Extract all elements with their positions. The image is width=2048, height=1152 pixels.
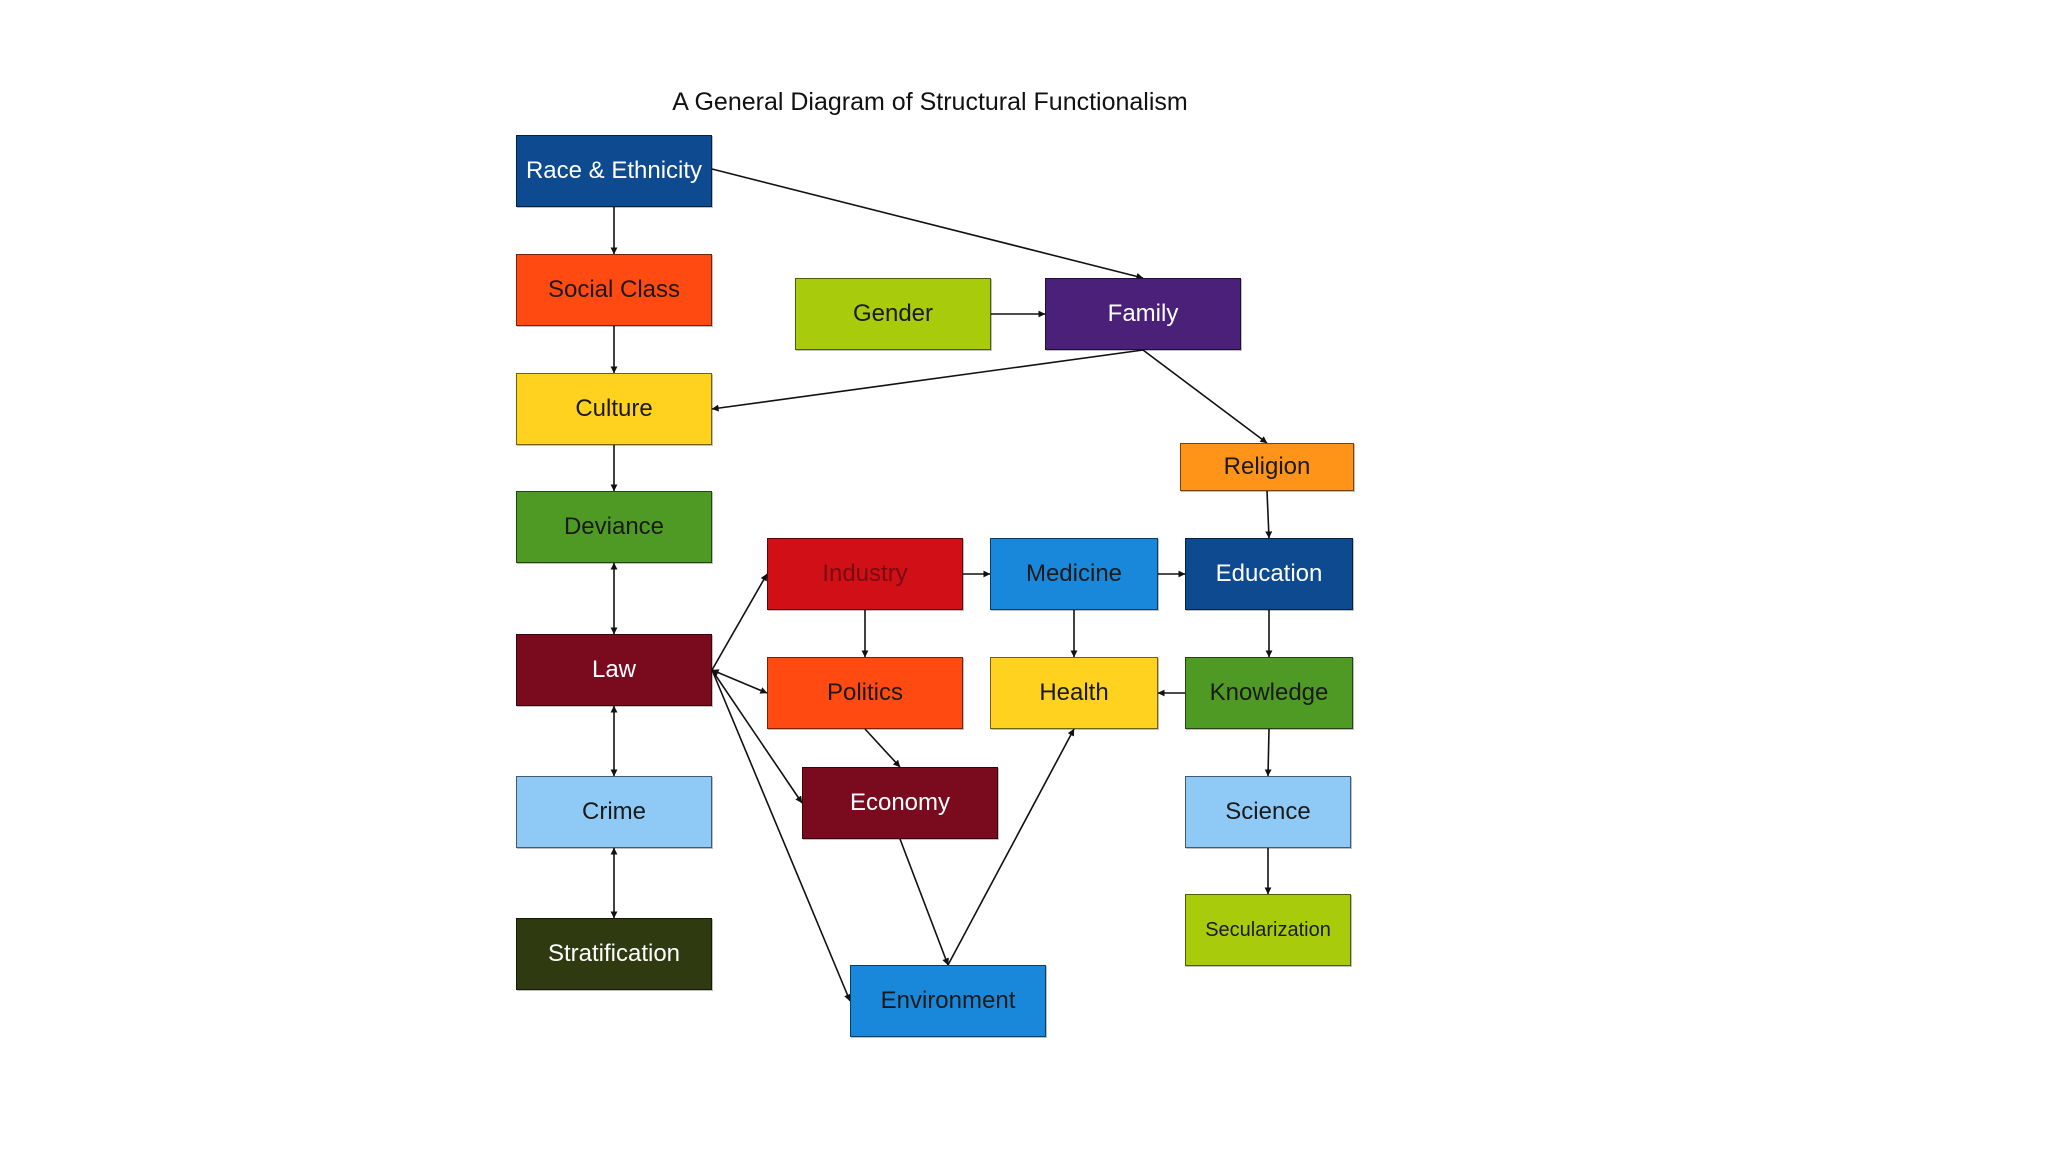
edge-family-to-culture: [711, 349, 1144, 412]
node-economy[interactable]: Economy: [802, 767, 998, 839]
edge-law-to-economy: [711, 669, 803, 804]
node-secularization[interactable]: Secularization: [1185, 894, 1351, 966]
node-label: Deviance: [563, 513, 665, 540]
node-label: Race & Ethnicity: [525, 157, 703, 184]
node-label: Gender: [852, 300, 934, 327]
node-politics[interactable]: Politics: [767, 657, 963, 729]
node-stratification[interactable]: Stratification: [516, 918, 712, 990]
node-science[interactable]: Science: [1185, 776, 1351, 848]
node-label: Science: [1225, 798, 1311, 825]
edge-religion-to-education: [1265, 490, 1273, 539]
node-label: Education: [1215, 560, 1323, 587]
node-medicine[interactable]: Medicine: [990, 538, 1158, 610]
node-race-ethnicity[interactable]: Race & Ethnicity: [516, 135, 712, 207]
edge-family-to-religion: [1142, 349, 1268, 444]
node-label: Health: [1039, 679, 1109, 706]
node-label: Industry: [822, 560, 908, 587]
node-label: Economy: [849, 789, 951, 816]
edge-politics-to-economy: [864, 728, 901, 768]
node-label: Religion: [1223, 453, 1311, 480]
edge-economy-to-environment: [899, 838, 949, 966]
edge-law-to-environment: [711, 669, 851, 1002]
node-religion[interactable]: Religion: [1180, 443, 1354, 491]
edge-law-to-politics: [711, 669, 768, 694]
node-label: Crime: [582, 798, 646, 825]
node-label: Social Class: [547, 276, 681, 303]
node-gender[interactable]: Gender: [795, 278, 991, 350]
node-education[interactable]: Education: [1185, 538, 1353, 610]
edge-knowledge-to-science: [1264, 728, 1272, 777]
node-knowledge[interactable]: Knowledge: [1185, 657, 1353, 729]
node-label: Law: [591, 656, 637, 683]
node-environment[interactable]: Environment: [850, 965, 1046, 1037]
node-family[interactable]: Family: [1045, 278, 1241, 350]
node-label: Culture: [575, 395, 653, 422]
node-label: Medicine: [1025, 560, 1123, 587]
node-industry[interactable]: Industry: [767, 538, 963, 610]
node-label: Knowledge: [1209, 679, 1329, 706]
node-social-class[interactable]: Social Class: [516, 254, 712, 326]
node-law[interactable]: Law: [516, 634, 712, 706]
node-crime[interactable]: Crime: [516, 776, 712, 848]
node-label: Environment: [880, 987, 1016, 1014]
node-label: Secularization: [1205, 918, 1331, 941]
node-label: Stratification: [547, 940, 681, 967]
node-deviance[interactable]: Deviance: [516, 491, 712, 563]
node-health[interactable]: Health: [990, 657, 1158, 729]
node-label: Family: [1107, 300, 1179, 327]
edge-law-to-industry: [711, 573, 768, 671]
edge-race-to-family: [711, 168, 1144, 280]
diagram-title: A General Diagram of Structural Function…: [672, 88, 1188, 116]
edge-environment-to-health: [947, 728, 1075, 966]
node-culture[interactable]: Culture: [516, 373, 712, 445]
node-label: Politics: [826, 679, 904, 706]
